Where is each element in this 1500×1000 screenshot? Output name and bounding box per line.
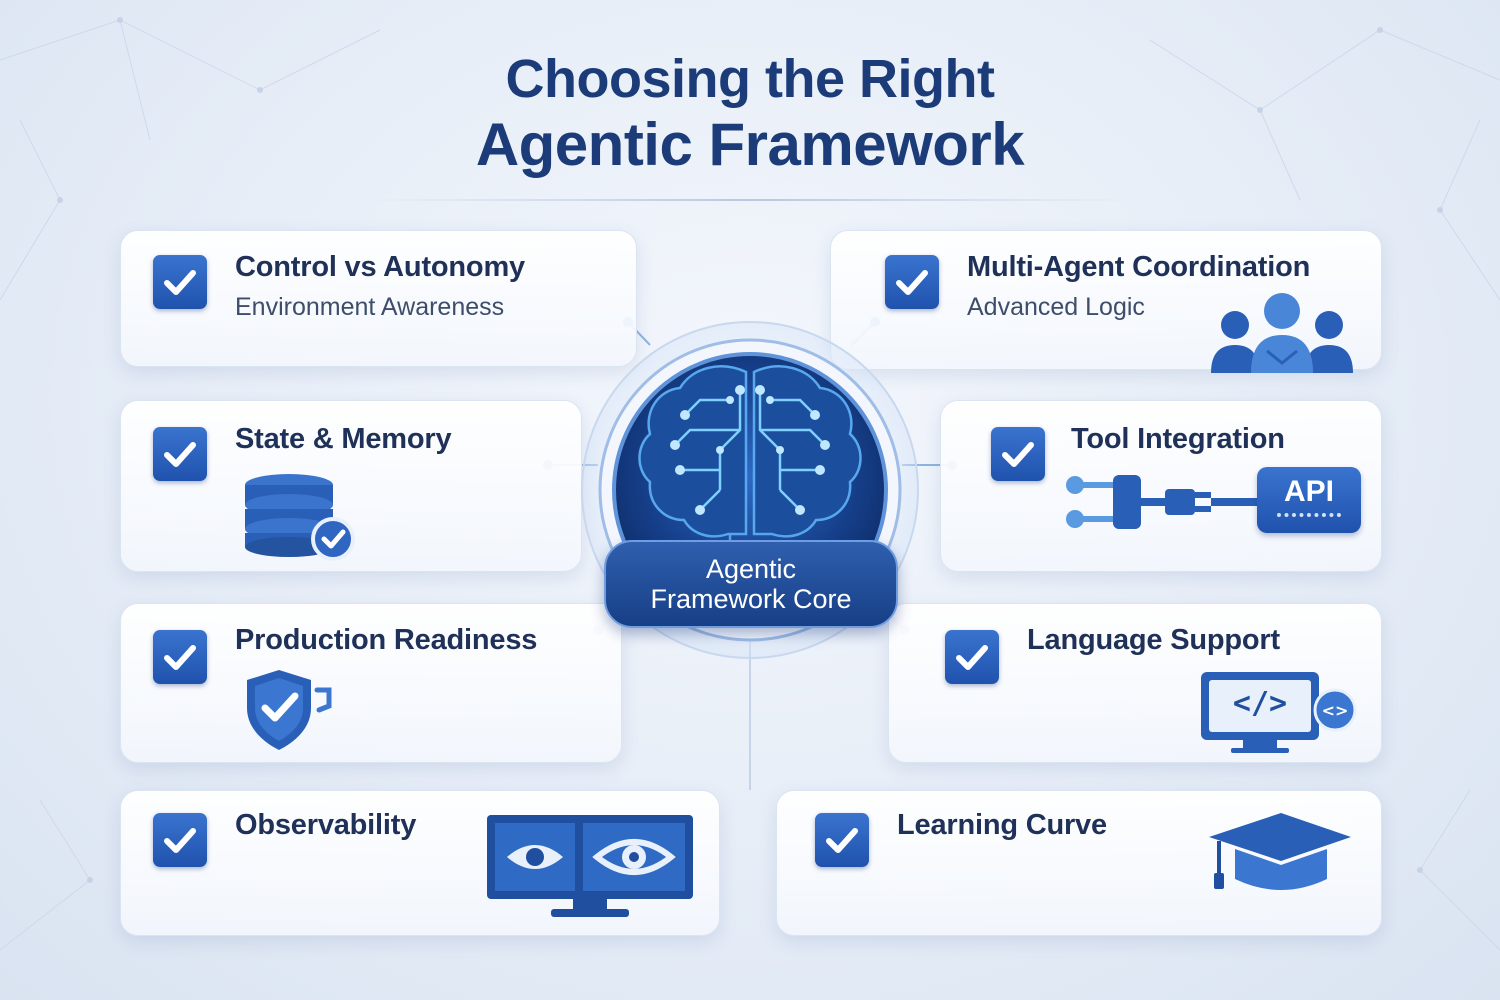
svg-text:<>: <> bbox=[1322, 701, 1349, 720]
checkbox-icon bbox=[991, 427, 1045, 481]
core-label-line-2: Framework Core bbox=[650, 584, 852, 614]
checkbox-icon bbox=[153, 630, 207, 684]
graduation-cap-icon bbox=[1209, 813, 1351, 890]
checkbox-icon bbox=[945, 630, 999, 684]
card-title: Language Support bbox=[1027, 624, 1280, 656]
title-divider bbox=[370, 199, 1130, 201]
title-line-2: Agentic Framework bbox=[475, 111, 1025, 178]
card-control-vs-autonomy: Control vs Autonomy Environment Awarenes… bbox=[120, 230, 637, 367]
card-language-support: Language Support <> </> bbox=[888, 603, 1382, 763]
card-title: Observability bbox=[235, 809, 417, 841]
card-title: Production Readiness bbox=[235, 624, 538, 656]
checkbox-icon bbox=[153, 813, 207, 867]
card-observability: Observability bbox=[120, 790, 720, 936]
checkbox-icon bbox=[885, 255, 939, 309]
plug-icon bbox=[1066, 475, 1261, 529]
api-badge-dots bbox=[1277, 513, 1341, 522]
card-title: State & Memory bbox=[235, 423, 452, 455]
card-subtitle: Advanced Logic bbox=[967, 293, 1145, 321]
page-title: Choosing the Right Agentic Framework bbox=[0, 48, 1500, 180]
checkbox-icon bbox=[153, 427, 207, 481]
card-learning-curve: Learning Curve bbox=[776, 790, 1382, 936]
title-line-1: Choosing the Right bbox=[505, 49, 995, 109]
card-title: Control vs Autonomy bbox=[235, 251, 525, 283]
api-badge: API bbox=[1257, 467, 1361, 533]
core-label-line-1: Agentic bbox=[705, 554, 797, 584]
card-title: Tool Integration bbox=[1071, 423, 1285, 455]
team-icon bbox=[1211, 293, 1353, 373]
code-glyph: </> bbox=[1232, 686, 1288, 721]
card-subtitle: Environment Awareness bbox=[235, 293, 505, 321]
core-label: Agentic Framework Core bbox=[604, 540, 898, 628]
card-multi-agent-coordination: Multi-Agent Coordination Advanced Logic bbox=[830, 230, 1382, 373]
shield-check-icon bbox=[247, 670, 332, 750]
card-title: Multi-Agent Coordination bbox=[967, 251, 1311, 283]
card-production-readiness: Production Readiness bbox=[120, 603, 622, 763]
card-title: Learning Curve bbox=[897, 809, 1107, 841]
checkbox-icon bbox=[153, 255, 207, 309]
monitor-eye-icon bbox=[487, 815, 693, 917]
card-state-memory: State & Memory bbox=[120, 400, 582, 572]
card-tool-integration: Tool Integration API bbox=[940, 400, 1382, 572]
code-monitor-icon: <> bbox=[1201, 672, 1357, 753]
api-badge-text: API bbox=[1283, 475, 1334, 508]
database-check-icon bbox=[245, 474, 355, 561]
checkbox-icon bbox=[815, 813, 869, 867]
